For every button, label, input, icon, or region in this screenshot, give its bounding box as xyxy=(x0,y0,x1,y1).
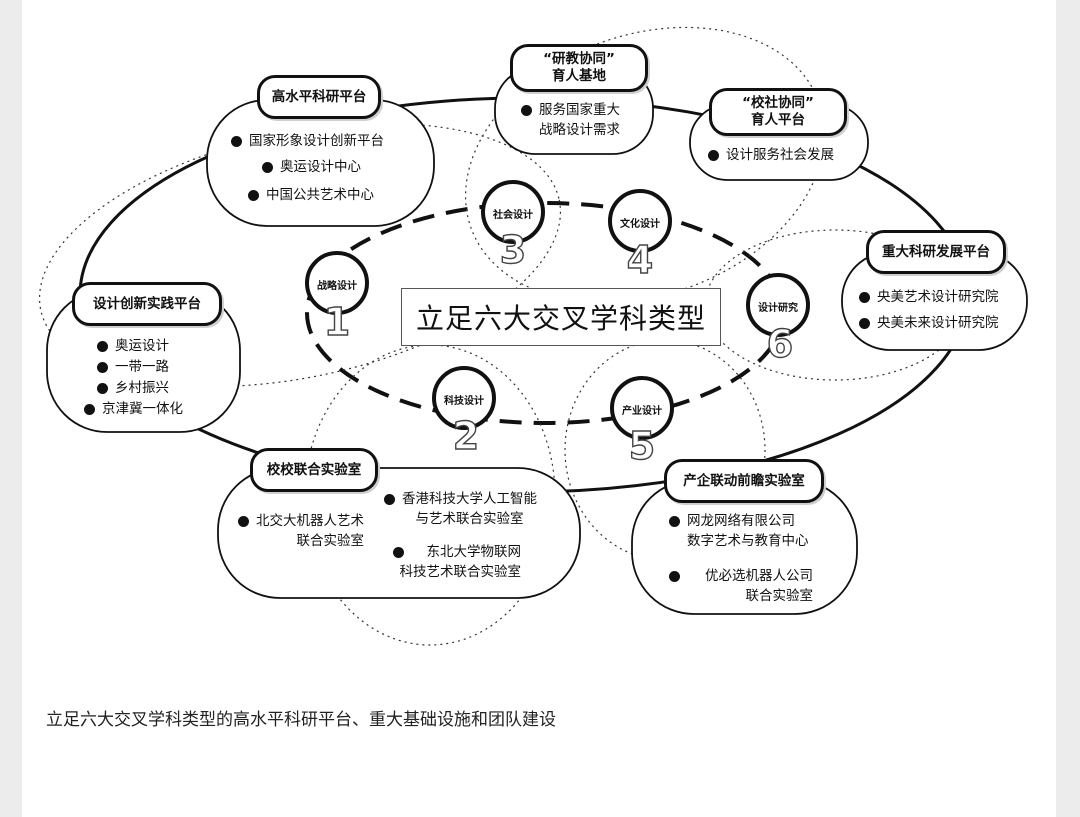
node-6-number: 6 xyxy=(766,321,794,366)
joint-lab-title-text: 校校联合实验室 xyxy=(266,461,362,478)
design-practice-item-1: 奥运设计 xyxy=(115,338,169,354)
dotted-region-bottom-right xyxy=(564,339,766,561)
item-line: 战略设计需求 xyxy=(539,122,620,138)
bullet-icon xyxy=(262,162,273,173)
bullet-icon xyxy=(669,571,680,582)
item-line: 服务国家重大 xyxy=(539,102,620,118)
research-teaching-item-1: 服务国家重大 战略设计需求 xyxy=(539,100,620,140)
industry-lab-title: 产企联动前瞻实验室 xyxy=(664,459,824,503)
center-title: 立足六大交叉学科类型 xyxy=(401,288,721,346)
high-level-item-2: 奥运设计中心 xyxy=(280,159,361,175)
item-line: 联合实验室 xyxy=(296,533,365,549)
node-4-circle xyxy=(608,189,672,253)
node-5-number: 5 xyxy=(628,423,656,468)
major-research-title: 重大科研发展平台 xyxy=(866,230,1006,274)
node-5-label: 产业设计 xyxy=(622,406,662,417)
design-practice-title-text: 设计创新实践平台 xyxy=(93,295,201,312)
high-level-item-1: 国家形象设计创新平台 xyxy=(249,133,384,149)
industry-lab-item-1: 网龙网络有限公司 数字艺术与教育中心 xyxy=(687,511,809,551)
bullet-icon xyxy=(97,341,108,352)
body-joint-lab xyxy=(217,467,581,599)
figure-caption: 立足六大交叉学科类型的高水平科研平台、重大基础设施和团队建设 xyxy=(46,710,556,730)
bullet-icon xyxy=(708,150,719,161)
bullet-icon xyxy=(248,190,259,201)
design-practice-title: 设计创新实践平台 xyxy=(72,282,222,326)
item-line: 香港科技大学人工智能 xyxy=(402,491,537,507)
high-level-title-text: 高水平科研平台 xyxy=(271,88,367,105)
bullet-icon xyxy=(521,105,532,116)
bullet-icon xyxy=(859,318,870,329)
node-6-label: 设计研究 xyxy=(758,303,798,314)
bullet-icon xyxy=(97,383,108,394)
node-1-circle xyxy=(305,251,369,315)
item-line: 东北大学物联网 xyxy=(426,544,522,560)
node-1-label: 战略设计 xyxy=(317,281,357,292)
node-1-number: 1 xyxy=(323,299,351,344)
bullet-icon xyxy=(238,516,249,527)
item-line: 优必选机器人公司 xyxy=(705,568,813,584)
bullet-icon xyxy=(669,516,680,527)
major-research-item-2: 央美未来设计研究院 xyxy=(877,315,999,331)
high-level-title: 高水平科研平台 xyxy=(257,75,381,119)
node-2-label: 科技设计 xyxy=(444,396,484,407)
node-3-label: 社会设计 xyxy=(493,210,533,221)
school-society-item-1: 设计服务社会发展 xyxy=(726,147,834,163)
design-practice-item-3: 乡村振兴 xyxy=(115,380,169,396)
joint-lab-item-3: 东北大学物联网 科技艺术联合实验室 xyxy=(383,542,522,582)
node-6-circle xyxy=(746,273,810,337)
industry-lab-item-2: 优必选机器人公司 联合实验室 xyxy=(687,566,813,606)
design-practice-item-4: 京津冀一体化 xyxy=(102,401,183,417)
node-5-circle xyxy=(610,376,674,440)
high-level-item-3: 中国公共艺术中心 xyxy=(266,187,374,203)
node-2-number: 2 xyxy=(452,413,480,458)
design-practice-item-2: 一带一路 xyxy=(115,359,169,375)
bullet-icon xyxy=(859,292,870,303)
school-society-title: “校社协同” 育人平台 xyxy=(709,88,847,136)
joint-lab-title: 校校联合实验室 xyxy=(250,448,378,492)
item-line: 联合实验室 xyxy=(745,588,814,604)
item-line: 北交大机器人艺术 xyxy=(256,513,364,529)
node-3-circle xyxy=(481,180,545,244)
bullet-icon xyxy=(84,404,95,415)
item-line: 网龙网络有限公司 xyxy=(687,513,795,529)
joint-lab-item-2: 北交大机器人艺术 联合实验室 xyxy=(256,511,364,551)
school-society-title-line2: 育人平台 xyxy=(751,112,805,128)
research-teaching-title-line2: 育人基地 xyxy=(552,68,606,84)
bullet-icon xyxy=(384,494,395,505)
joint-lab-item-1: 香港科技大学人工智能 与艺术联合实验室 xyxy=(402,489,537,529)
bullet-icon xyxy=(97,362,108,373)
bullet-icon xyxy=(393,547,404,558)
node-4-label: 文化设计 xyxy=(620,219,660,230)
item-line: 与艺术联合实验室 xyxy=(415,511,524,527)
major-research-title-text: 重大科研发展平台 xyxy=(882,243,990,260)
school-society-title-line1: “校社协同” xyxy=(742,95,814,111)
bullet-icon xyxy=(231,136,242,147)
node-2-circle xyxy=(432,366,496,430)
industry-lab-title-text: 产企联动前瞻实验室 xyxy=(683,472,805,489)
node-4-number: 4 xyxy=(626,237,654,282)
research-teaching-title: “研教协同” 育人基地 xyxy=(510,44,648,92)
research-teaching-title-line1: “研教协同” xyxy=(543,51,615,67)
node-3-number: 3 xyxy=(499,227,527,272)
item-line: 科技艺术联合实验室 xyxy=(399,564,522,580)
item-line: 数字艺术与教育中心 xyxy=(687,533,809,549)
major-research-item-1: 央美艺术设计研究院 xyxy=(877,289,999,305)
